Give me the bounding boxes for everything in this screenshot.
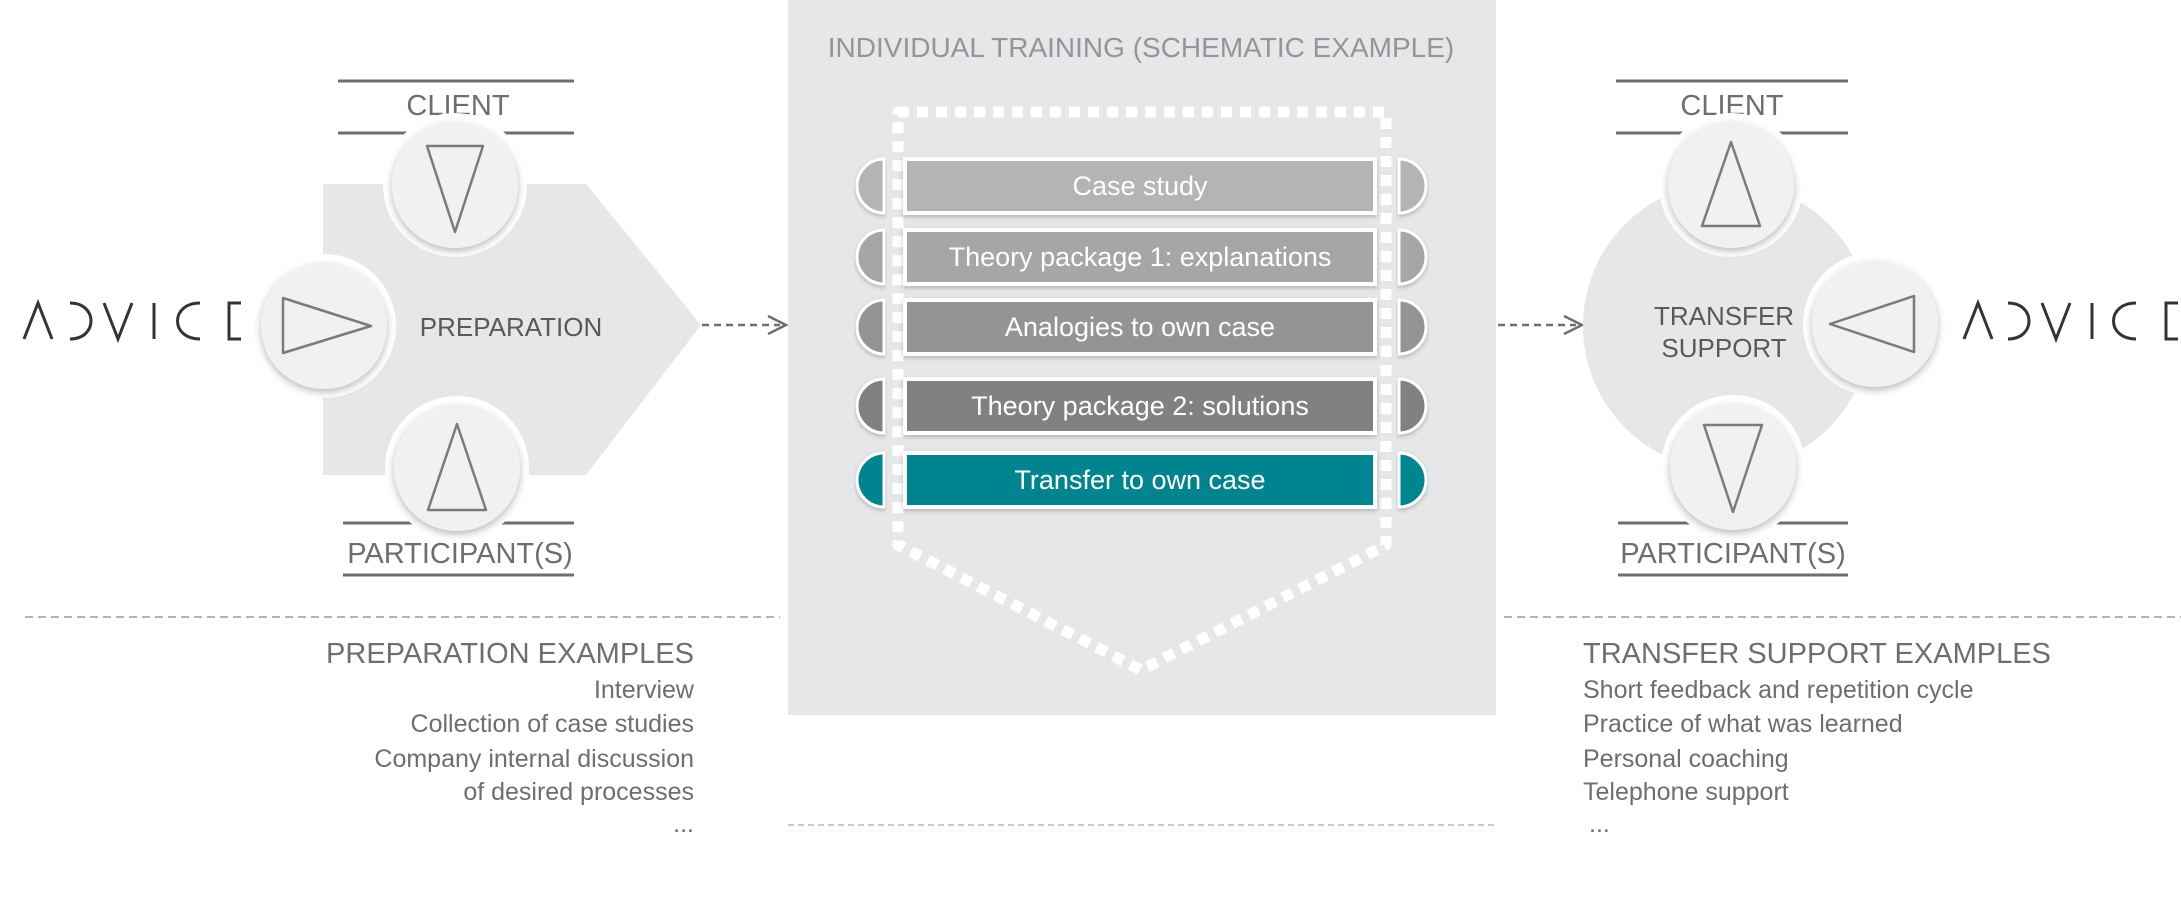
preparation-section: CLIENT PARTICIPANT(S) PREPARATION xyxy=(22,79,789,577)
module-row: Theory package 2: solutions xyxy=(855,377,1428,435)
preparation-examples: PREPARATION EXAMPLES Interview Collectio… xyxy=(326,638,695,838)
triangle-up-icon xyxy=(1700,140,1762,228)
preparation-label: PREPARATION xyxy=(420,312,603,342)
right-client-node xyxy=(1668,122,1794,248)
module-bar xyxy=(903,228,1377,286)
module-label: Case study xyxy=(1072,171,1208,201)
example-item: Collection of case studies xyxy=(411,710,694,738)
client-node xyxy=(392,122,518,248)
example-item: Interview xyxy=(594,676,695,704)
triangle-down-icon xyxy=(425,144,485,234)
module-left-cap xyxy=(855,228,886,286)
dotted-frame xyxy=(892,106,1392,676)
transfer-label-line2: SUPPORT xyxy=(1661,333,1786,363)
module-label: Theory package 1: explanations xyxy=(949,242,1332,272)
example-item: Company internal discussion xyxy=(374,745,694,773)
module-row: Analogies to own case xyxy=(855,298,1428,356)
arrow-to-training xyxy=(702,314,789,336)
transfer-label-line1: TRANSFER xyxy=(1654,301,1794,331)
triangle-down-icon xyxy=(1702,423,1764,514)
participant-node xyxy=(394,405,520,531)
advice-logo-left xyxy=(22,298,241,344)
module-right-cap xyxy=(1397,377,1428,435)
right-participant-node xyxy=(1670,404,1796,530)
module-bar xyxy=(903,298,1377,356)
transfer-shape xyxy=(1583,182,1871,470)
training-title: INDIVIDUAL TRAINING (SCHEMATIC EXAMPLE) xyxy=(828,32,1454,63)
right-participant-label: PARTICIPANT(S) xyxy=(1620,538,1846,570)
example-item: Telephone support xyxy=(1583,778,1789,806)
training-section: INDIVIDUAL TRAINING (SCHEMATIC EXAMPLE) … xyxy=(788,0,1496,826)
module-label: Theory package 2: solutions xyxy=(971,391,1309,421)
module-row: Theory package 1: explanations xyxy=(855,228,1428,286)
transfer-examples: TRANSFER SUPPORT EXAMPLES Short feedback… xyxy=(1583,638,2051,838)
module-right-cap xyxy=(1397,157,1428,215)
triangle-left-icon xyxy=(1828,294,1916,354)
training-panel xyxy=(788,0,1496,715)
example-item: Short feedback and repetition cycle xyxy=(1583,676,1974,704)
module-bar xyxy=(903,451,1377,509)
example-item: ... xyxy=(673,810,694,838)
module-bar xyxy=(903,377,1377,435)
module-left-cap xyxy=(855,451,886,509)
module-left-cap xyxy=(855,377,886,435)
module-right-cap xyxy=(1397,451,1428,509)
triangle-right-icon xyxy=(281,296,373,355)
left-participant-label: PARTICIPANT(S) xyxy=(347,538,573,570)
module-label: Transfer to own case xyxy=(1014,465,1265,495)
transfer-examples-title: TRANSFER SUPPORT EXAMPLES xyxy=(1583,638,2051,670)
example-item: Personal coaching xyxy=(1583,745,1789,773)
triangle-up-icon xyxy=(426,422,488,512)
example-item: Practice of what was learned xyxy=(1583,710,1903,738)
module-right-cap xyxy=(1397,228,1428,286)
example-item: of desired processes xyxy=(463,778,694,806)
advice-logo-right xyxy=(1962,298,2178,344)
module-row: Transfer to own case xyxy=(855,451,1428,509)
example-item: ... xyxy=(1589,810,1610,838)
right-advice-node xyxy=(1812,261,1938,387)
advice-node xyxy=(261,263,387,389)
transfer-section: CLIENT PARTICIPANT(S) TRANSFER SUPPORT xyxy=(1498,79,2178,577)
preparation-shape xyxy=(323,184,701,475)
arrow-to-transfer xyxy=(1498,314,1585,336)
module-label: Analogies to own case xyxy=(1005,312,1275,342)
module-bar xyxy=(903,157,1377,215)
module-row: Case study xyxy=(855,157,1428,215)
module-left-cap xyxy=(855,298,886,356)
module-left-cap xyxy=(855,157,886,215)
preparation-examples-title: PREPARATION EXAMPLES xyxy=(326,638,694,670)
module-right-cap xyxy=(1397,298,1428,356)
